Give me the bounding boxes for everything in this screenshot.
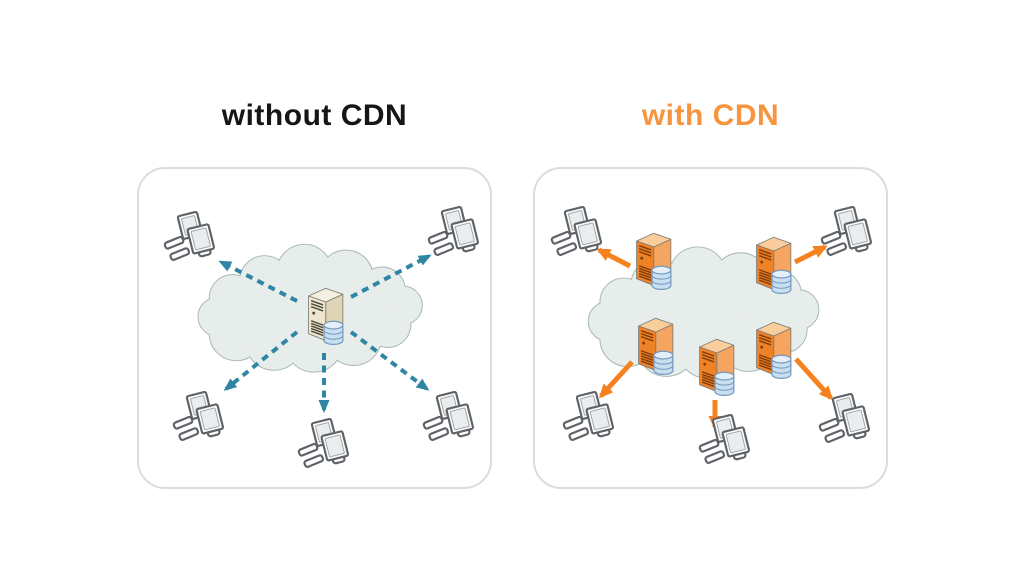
- without-cdn-diagram: [163, 206, 481, 469]
- panel-with-cdn: [533, 167, 888, 489]
- client-computers-icon: [297, 418, 351, 469]
- panel-without-cdn: [137, 167, 492, 489]
- delivery-arrow: [350, 254, 432, 299]
- with-cdn-diagram: [550, 206, 874, 465]
- client-computers-icon: [698, 414, 752, 465]
- cdn-edge-server-icon: [635, 232, 672, 291]
- origin-server-icon: [307, 287, 344, 346]
- delivery-arrow: [218, 260, 298, 303]
- cdn-edge-server-icon: [755, 321, 792, 380]
- cdn-edge-server-icon: [755, 236, 792, 295]
- cdn-edge-server-icon: [637, 317, 674, 376]
- title-without-cdn: without CDN: [221, 99, 408, 132]
- delivery-arrow: [596, 247, 632, 269]
- client-computers-icon: [562, 391, 616, 442]
- delivery-arrow: [598, 360, 634, 399]
- client-computers-icon: [550, 206, 604, 257]
- client-computers-icon: [818, 393, 872, 444]
- client-computers-icon: [820, 206, 874, 257]
- client-computers-icon: [422, 391, 476, 442]
- client-computers-icon: [163, 211, 217, 262]
- client-computers-icon: [172, 391, 226, 442]
- delivery-arrow: [349, 330, 430, 391]
- delivery-arrow: [794, 357, 834, 401]
- delivery-arrow: [223, 330, 299, 391]
- cdn-edge-server-icon: [698, 338, 735, 397]
- client-computers-icon: [427, 206, 481, 257]
- title-with-cdn: with CDN: [641, 99, 780, 132]
- delivery-arrow: [793, 244, 828, 265]
